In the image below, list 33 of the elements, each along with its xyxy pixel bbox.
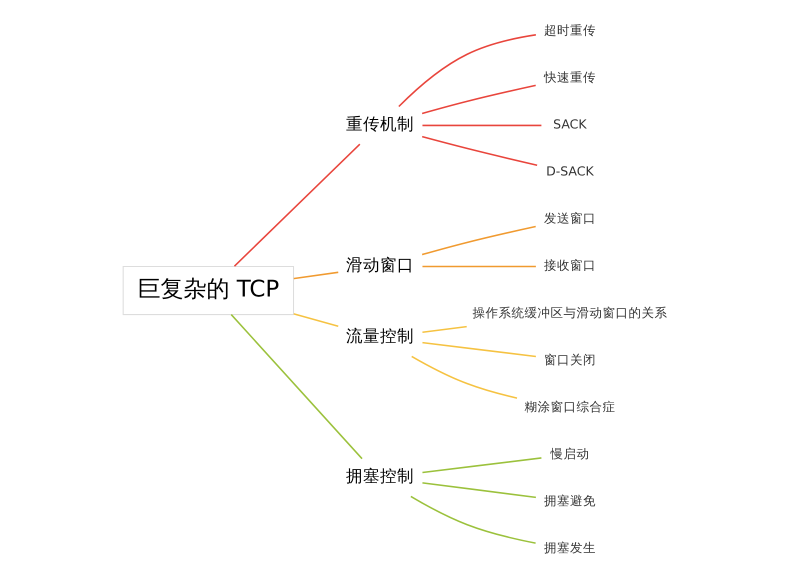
node-text: 窗口关闭 (544, 352, 596, 367)
connector (422, 226, 536, 256)
connector (230, 314, 363, 460)
connector (294, 272, 338, 280)
connector (422, 124, 542, 126)
connector (422, 326, 467, 334)
connector (422, 266, 536, 268)
connector (422, 482, 536, 498)
connector (410, 496, 536, 544)
node-text: 拥塞控制 (346, 466, 414, 486)
node-text: SACK (553, 116, 587, 132)
connector (422, 342, 536, 358)
node-text: 操作系统缓冲区与滑动窗口的关系 (472, 304, 668, 320)
node-text: 重传机制 (346, 113, 414, 134)
node-text: 快速重传 (544, 70, 596, 85)
node-text: 拥塞发生 (544, 540, 596, 555)
node-text: 超时重传 (544, 22, 596, 38)
node-text: 接收窗口 (544, 258, 596, 273)
connector (422, 84, 536, 114)
node-text: 滑动窗口 (346, 254, 414, 274)
node-box: 巨复杂的 TCP (122, 266, 294, 316)
node-text: 糊涂窗口综合症 (524, 398, 616, 414)
node-text: 发送窗口 (544, 210, 596, 226)
node-text: 拥塞避免 (544, 492, 596, 508)
connector (422, 457, 542, 474)
connector (422, 136, 538, 166)
node-text: 慢启动 (550, 446, 590, 461)
connector (234, 144, 360, 267)
connector (294, 313, 338, 327)
node-text: D-SACK (546, 164, 594, 179)
connector (398, 34, 536, 108)
node-text: 流量控制 (346, 326, 414, 346)
connector (411, 356, 518, 399)
